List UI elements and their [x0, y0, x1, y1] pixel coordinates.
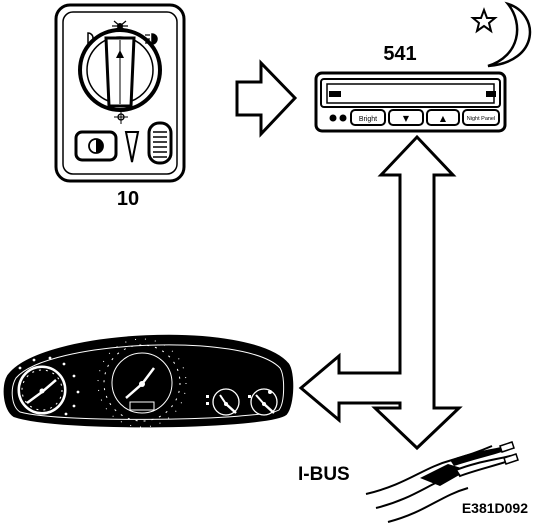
up-button: ▲ [426, 109, 460, 126]
speedometer-gauge [97, 338, 187, 428]
indicator-lamp-1 [329, 114, 337, 122]
display-left-marker [329, 91, 341, 97]
dimmer-thumbwheel [147, 121, 173, 165]
ibus-cable [365, 441, 519, 523]
tachometer-gauge [17, 365, 67, 415]
light-switch-panel [54, 3, 186, 183]
tachometer-scale [18, 356, 80, 416]
rotary-knob [78, 28, 162, 112]
info-display-unit: Bright ▼ ▲ Night Panel [314, 71, 507, 133]
ibus-label: I-BUS [298, 464, 350, 485]
down-button: ▼ [388, 109, 424, 126]
fuel-gauge [212, 388, 240, 416]
bus-connection-arrows [298, 134, 463, 451]
night-moon-star-icon [470, 1, 532, 68]
off-icon [114, 110, 128, 124]
temperature-gauge [250, 388, 278, 416]
switch-number-label: 10 [117, 188, 139, 210]
cluster-warning-lamps [206, 395, 251, 405]
indicator-lamp-2 [339, 114, 347, 122]
fog-light-button [74, 130, 118, 162]
headlight-icon [145, 33, 158, 45]
display-number-label: 541 [383, 43, 416, 65]
display-right-marker [486, 91, 496, 97]
bright-button-label: Bright [359, 116, 377, 123]
figure-code: E381D092 [462, 500, 528, 516]
signal-arrow-right [235, 59, 298, 138]
bright-button: Bright [350, 109, 386, 126]
night-panel-button: Night Panel [462, 109, 500, 126]
up-button-label: ▲ [440, 114, 447, 123]
dimmer-indicator [124, 131, 140, 163]
instrument-cluster [3, 334, 294, 428]
parking-light-icon [87, 32, 94, 44]
down-button-label: ▼ [403, 114, 410, 123]
night-panel-button-label: Night Panel [467, 116, 495, 122]
sidelight-icon [112, 20, 128, 32]
